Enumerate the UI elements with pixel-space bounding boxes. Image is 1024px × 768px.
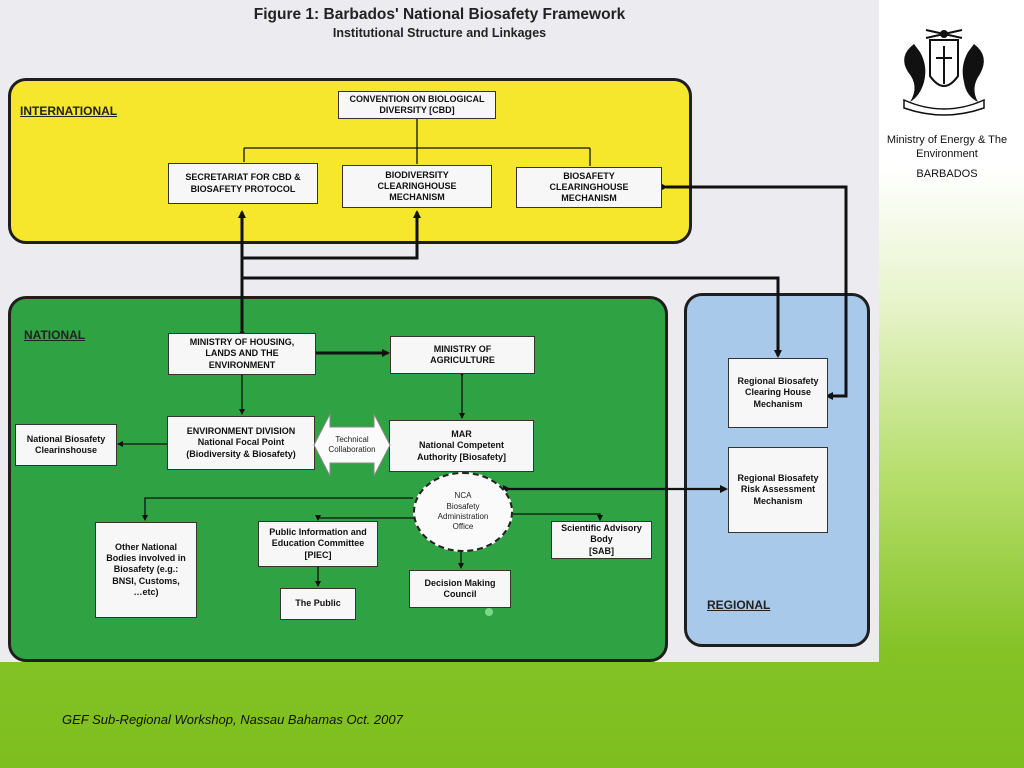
international-label: INTERNATIONAL — [20, 104, 118, 118]
regional-label: REGIONAL — [707, 598, 771, 612]
framework-figure: Figure 1: Barbados' National Biosafety F… — [0, 0, 879, 662]
connector-lines — [117, 118, 848, 587]
figure-subtitle: Institutional Structure and Linkages — [332, 26, 547, 40]
national-label: NATIONAL — [24, 328, 86, 342]
cbd-connectors — [243, 118, 591, 166]
double-arrow-icon — [313, 413, 391, 477]
ministry-name: Ministry of Energy & The Environment — [886, 134, 1008, 160]
coat-of-arms-icon — [903, 29, 985, 116]
secretariat-box: SECRETARIAT FOR CBD &BIOSAFETY PROTOCOL — [168, 163, 318, 204]
footer-caption: GEF Sub-Regional Workshop, Nassau Bahama… — [62, 712, 403, 727]
country-name: BARBADOS — [916, 168, 978, 180]
public-box: The Public — [280, 588, 356, 620]
intl-national-links — [238, 183, 848, 400]
national-links — [117, 371, 603, 587]
decorative-dot — [485, 608, 493, 616]
figure-title: Figure 1: Barbados' National Biosafety F… — [253, 6, 626, 23]
